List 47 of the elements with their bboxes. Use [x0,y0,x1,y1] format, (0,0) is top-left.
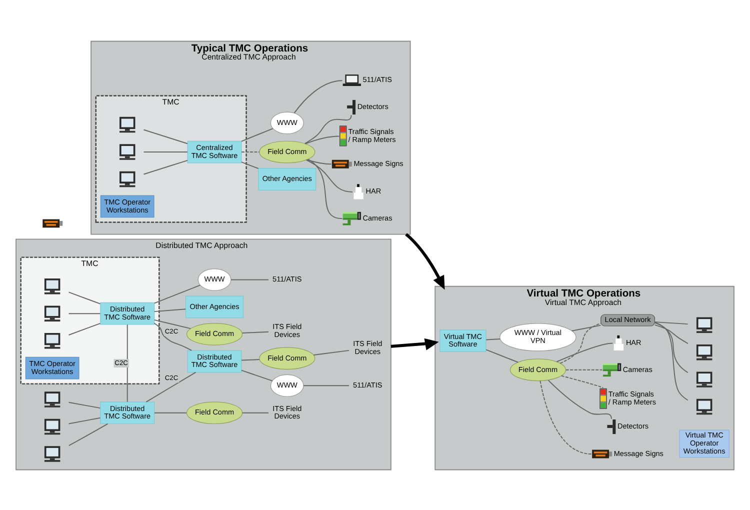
connector [654,321,688,400]
connector [230,278,269,280]
connector [143,128,188,144]
connector [540,380,592,454]
connector [654,324,688,344]
connector [68,312,101,314]
connector [654,320,688,324]
connector [154,322,192,350]
connector [241,151,260,152]
connector [154,284,201,304]
connector [556,342,614,362]
connector [241,369,273,381]
connector [242,412,269,413]
connector [308,158,343,219]
connector [306,158,353,192]
connector [154,412,187,413]
connector [241,358,260,360]
connector [486,348,518,362]
connector [304,114,352,144]
arrow [390,338,439,350]
connector [303,384,350,386]
connector [548,379,612,419]
connector [560,374,604,388]
connector [571,324,602,331]
connector [146,371,196,402]
arrow [405,232,445,290]
connector [241,128,274,142]
connector [68,422,108,446]
connector [68,401,101,408]
connector [68,322,101,335]
connector [486,338,500,340]
connector [306,158,332,164]
connector [126,324,128,402]
connector [654,322,688,373]
connector [294,80,343,113]
connector [565,368,603,370]
connector [242,330,269,333]
connector [241,161,259,168]
connector [304,135,340,144]
connector [154,318,192,329]
connector [560,322,602,364]
connector [154,308,186,312]
connector [143,151,188,152]
connector [143,159,188,174]
connector [313,349,350,355]
connector [68,416,101,424]
connector [68,291,101,304]
